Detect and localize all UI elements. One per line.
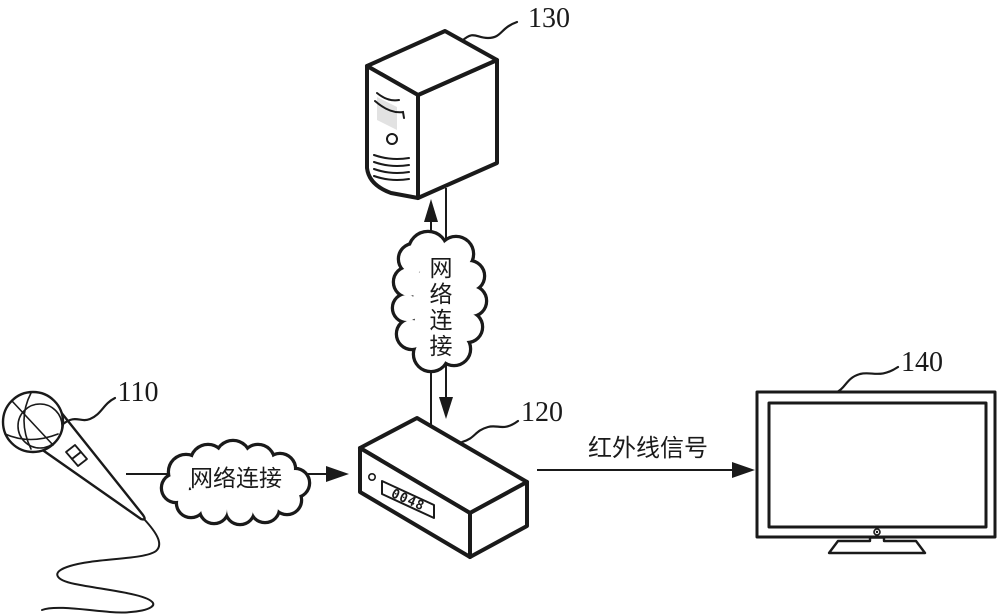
server-ref: 130 — [460, 3, 570, 43]
mic-switch-lower — [71, 451, 88, 467]
set-top-box: 0048 — [358, 416, 529, 559]
set-top-box-ref: 120 — [460, 397, 563, 444]
arrow-down-icon — [439, 397, 453, 419]
arrow-right-icon — [732, 462, 755, 478]
arrow-up-icon — [424, 199, 438, 222]
server-vent-4 — [373, 175, 410, 181]
set-top-box-leader-line — [460, 419, 520, 444]
infrared-label: 红外线信号 — [588, 434, 708, 462]
microphone-ref: 110 — [61, 377, 159, 426]
cloud-char-3: 连 — [430, 308, 453, 334]
cloud-label-horizontal: 网络连接 — [190, 466, 282, 492]
tv — [755, 390, 997, 555]
cloud-label-vertical: 网 络 连 接 — [430, 256, 453, 360]
network-cloud-vertical: 网 络 连 接 — [390, 229, 489, 374]
tv-leader-line — [835, 365, 900, 394]
mic-head-inner — [17, 403, 63, 449]
mic-grid-line-3 — [4, 433, 59, 441]
cloud-char-4: 接 — [430, 334, 453, 360]
tv-power-dot — [875, 530, 879, 534]
server-power-button — [386, 133, 398, 145]
server-vent-2 — [373, 161, 410, 167]
tv-screen — [767, 401, 988, 529]
server-vent-1 — [373, 154, 410, 160]
network-cloud-horizontal: 网络连接 — [159, 438, 312, 527]
box-right-face — [468, 480, 529, 559]
tv-power-button — [873, 528, 881, 536]
cloud-body — [394, 233, 485, 370]
tv-stand — [827, 536, 927, 555]
server-vent-3 — [373, 168, 410, 174]
box-display-panel — [381, 480, 435, 519]
infrared-connection: 红外线信号 — [537, 434, 755, 478]
cloud-body — [163, 442, 308, 523]
tv-ref: 140 — [835, 347, 943, 394]
cloud-char-1: 网 — [430, 256, 453, 282]
microphone-leader-line — [61, 396, 117, 426]
microphone-ref-label: 110 — [118, 377, 159, 408]
mic-cable — [41, 518, 161, 614]
server — [365, 29, 499, 200]
microphone — [1, 390, 161, 614]
server-panel-line-2 — [374, 100, 405, 119]
box-power-led — [367, 472, 376, 481]
server-panel-line-1 — [376, 92, 400, 102]
set-top-box-ref-label: 120 — [521, 397, 563, 428]
tv-ref-label: 140 — [901, 347, 943, 378]
mic-grid-line-2 — [23, 392, 32, 450]
server-ref-label: 130 — [528, 3, 570, 34]
arrow-right-icon — [326, 466, 349, 482]
cloud-char-2: 络 — [430, 282, 453, 308]
server-leader-line — [460, 20, 519, 43]
